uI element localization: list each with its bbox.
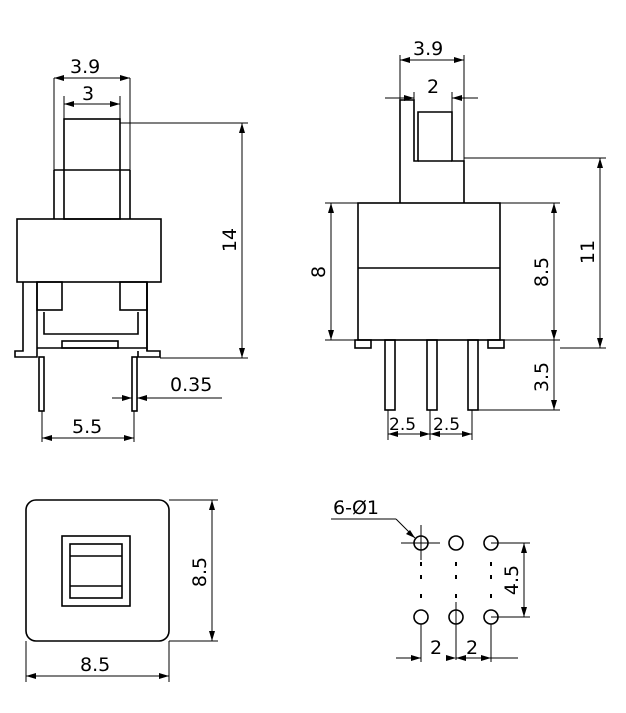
front-actuator (63, 118, 121, 220)
front-dim-outer-width: 3.9 (70, 56, 100, 78)
front-pin-right (131, 356, 138, 412)
side-dim-pin-pitch-right: 2.5 (433, 415, 460, 435)
side-pin-3 (467, 339, 479, 411)
top-housing (25, 499, 170, 642)
side-dim-body-height-right: 8.5 (531, 257, 553, 287)
side-dim-pin-length: 3.5 (531, 362, 553, 392)
front-view: 3.9 3 14 0.35 5.5 (14, 56, 248, 442)
footprint-dim-col-left: 2 (430, 637, 442, 659)
side-body (357, 202, 501, 341)
side-pin-2 (426, 339, 438, 411)
front-dim-total-height: 14 (219, 228, 241, 252)
footprint-view: 6-Ø1 4.5 2 2 (331, 497, 530, 662)
hole-4 (413, 609, 429, 625)
front-dim-pin-thickness: 0.35 (170, 374, 212, 396)
front-dim-pin-spacing: 5.5 (72, 416, 102, 438)
front-pin-left (38, 356, 45, 412)
top-dim-width: 8.5 (80, 654, 110, 676)
side-dim-body-height: 8 (308, 266, 330, 278)
footprint-dim-col-right: 2 (466, 637, 478, 659)
top-actuator (61, 535, 131, 607)
hole-callout: 6-Ø1 (333, 497, 379, 519)
hole-2 (448, 535, 464, 551)
side-pin-1 (384, 339, 396, 411)
footprint-dim-row-spacing: 4.5 (501, 565, 523, 595)
side-dim-top-width: 3.9 (413, 38, 443, 60)
front-dim-inner-width: 3 (82, 83, 94, 105)
side-dim-pin-pitch-left: 2.5 (389, 415, 416, 435)
side-dim-slot-width: 2 (427, 76, 439, 98)
side-view: 3.9 2 8 8.5 11 3.5 (308, 38, 606, 440)
top-dim-height: 8.5 (189, 557, 211, 587)
top-view: 8.5 8.5 (25, 499, 218, 682)
side-dim-total-height: 11 (577, 240, 599, 264)
front-body (16, 218, 162, 283)
